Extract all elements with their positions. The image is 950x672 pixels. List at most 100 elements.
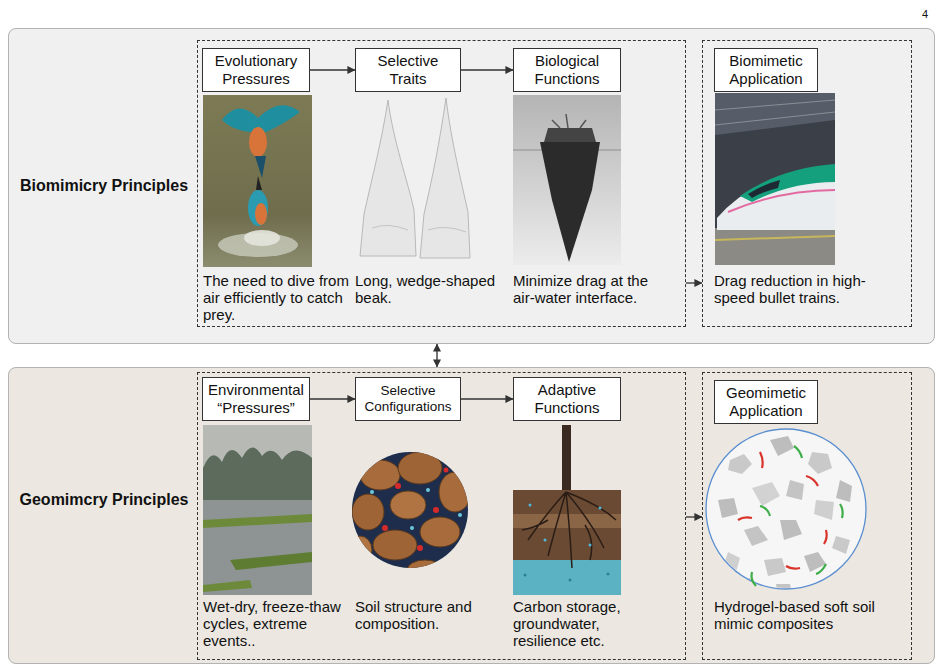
soil-aggregate <box>444 468 449 473</box>
soil-aggregate <box>395 483 401 489</box>
beak-water-photo <box>552 114 586 128</box>
caption-text: Hydrogel-based soft soil mimic composite… <box>714 598 906 632</box>
soil-aggregate <box>407 560 443 580</box>
flow-arrow <box>436 344 438 367</box>
bullet-train-photo <box>715 112 835 125</box>
beak-water-photo <box>540 142 600 262</box>
heading-box: Geomimetic Application <box>714 380 818 424</box>
hydrogel-composite <box>816 564 826 574</box>
caption-text: Carbon storage, groundwater, resilience … <box>513 598 663 649</box>
bullet-train-photo <box>715 228 835 265</box>
flow-arrow <box>461 398 513 399</box>
caption-text: Soil structure and composition. <box>355 598 505 632</box>
soil-aggregate <box>398 452 442 484</box>
root-soil-section <box>562 425 571 493</box>
hydrogel-composite <box>806 476 818 486</box>
beak-model <box>420 98 470 258</box>
hydrogel-composite <box>760 452 763 468</box>
hydrogel-composite <box>786 480 804 500</box>
flooded-field-photo <box>203 580 252 592</box>
hydrogel-composite <box>808 452 832 474</box>
flooded-field-photo <box>203 500 312 595</box>
beak-water-photo <box>544 128 596 142</box>
hydrogel-composite <box>738 517 752 520</box>
root-soil-section <box>544 539 547 542</box>
kingfisher-photo <box>249 127 267 157</box>
soil-aggregate <box>373 530 417 560</box>
heading-text: Biomimetic Application <box>719 52 813 88</box>
soil-aggregate <box>370 490 374 494</box>
root-soil-section <box>513 425 621 595</box>
beak-water-photo <box>513 95 621 265</box>
panel-label: Geomimcry Principles <box>18 490 190 510</box>
heading-box: Selective Configurations <box>355 377 461 421</box>
hydrogel-composite <box>718 498 738 518</box>
heading-box: Evolutionary Pressures <box>202 48 310 92</box>
kingfisher-photo <box>203 95 312 267</box>
root-soil-section <box>522 492 616 568</box>
soil-aggregate <box>348 452 471 580</box>
soil-aggregate <box>417 545 423 551</box>
hydrogel-composite <box>760 506 770 516</box>
kingfisher-photo <box>203 95 312 267</box>
heading-text: Environmental “Pressures” <box>207 381 305 417</box>
hydrogel-composite <box>764 558 786 576</box>
flow-arrow <box>310 398 355 399</box>
heading-text: Selective Configurations <box>360 383 456 415</box>
soil-aggregate <box>439 472 471 512</box>
principle-panel: Biomimicry PrinciplesThe need to dive fr… <box>8 28 935 344</box>
hydrogel-composite <box>836 480 852 502</box>
soil-aggregate <box>458 513 462 517</box>
soil-aggregate <box>426 488 430 492</box>
principle-panel: Geomimcry Principles Wet-dry, freeze-thaw… <box>8 367 935 664</box>
heading-box: Biomimetic Application <box>714 48 818 92</box>
kingfisher-photo <box>255 156 266 178</box>
panel-fill <box>8 28 935 344</box>
panel-fill <box>8 28 935 664</box>
bullet-train-photo <box>715 236 835 240</box>
hydrogel-composite <box>718 436 852 598</box>
flooded-field-photo <box>230 552 312 570</box>
panel-fill <box>8 367 935 664</box>
hydrogel-composite <box>724 552 740 572</box>
heading-box: Environmental “Pressures” <box>202 377 310 421</box>
bullet-train-photo <box>748 180 780 198</box>
hydrogel-composite <box>824 530 827 544</box>
root-soil-section <box>607 573 610 576</box>
heading-box: Biological Functions <box>513 48 621 92</box>
hydrogel-composite <box>840 504 843 518</box>
dashed-group: Hydrogel-based soft soil mimic composite… <box>702 372 912 660</box>
heading-text: Evolutionary Pressures <box>207 52 305 88</box>
bullet-train-photo <box>740 164 835 202</box>
heading-text: Biological Functions <box>518 52 616 88</box>
soil-aggregate <box>420 517 460 547</box>
beak-model <box>428 227 466 232</box>
dashed-group: The need to dive from air efficiently to… <box>197 40 686 327</box>
soil-aggregate <box>348 452 471 580</box>
root-soil-section <box>569 579 572 582</box>
root-soil-section <box>589 544 592 547</box>
heading-text: Adaptive Functions <box>518 381 616 417</box>
flooded-field-photo <box>203 425 312 595</box>
hydrogel-composite <box>752 482 780 506</box>
hydrogel-composite <box>780 520 802 540</box>
flow-arrow <box>686 282 702 283</box>
hydrogel-composite <box>776 584 792 596</box>
kingfisher-photo <box>255 203 267 225</box>
hydrogel-composite <box>812 584 828 598</box>
root-soil-section <box>529 504 532 507</box>
panel-label: Biomimicry Principles <box>18 176 190 196</box>
hydrogel-composite <box>744 526 768 546</box>
root-soil-section <box>599 507 602 510</box>
bullet-train-photo <box>728 190 835 212</box>
root-soil-section <box>524 574 527 577</box>
dashed-group: Wet-dry, freeze-thaw cycles, extreme eve… <box>197 372 686 660</box>
caption-text: The need to dive from air efficiently to… <box>203 272 351 323</box>
heading-box: Adaptive Functions <box>513 377 621 421</box>
caption-text: Drag reduction in high-speed bullet trai… <box>714 272 906 306</box>
beak-model <box>360 100 416 256</box>
